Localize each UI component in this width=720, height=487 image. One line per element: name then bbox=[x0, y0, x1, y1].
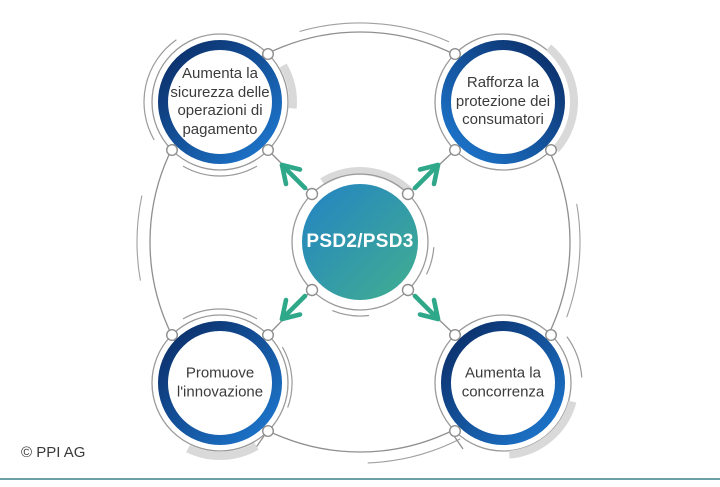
bracket-arc bbox=[281, 346, 293, 408]
bracket-arc bbox=[143, 39, 177, 141]
satellite-label-innovation: Promuove l'innovazione bbox=[176, 364, 264, 400]
bracket-arc bbox=[182, 165, 258, 177]
bracket-arc bbox=[566, 336, 583, 378]
bracket-arc bbox=[182, 308, 258, 320]
satellite-circle-bottom-left bbox=[151, 308, 293, 460]
hub-label: PSD2/PSD3 bbox=[306, 231, 414, 252]
arrow-bottom-right-icon bbox=[415, 296, 438, 319]
accent-arc bbox=[320, 167, 414, 195]
footer-rule bbox=[0, 478, 720, 480]
satellite-circle-top-left bbox=[143, 33, 297, 177]
arrow-top-left-icon bbox=[282, 165, 305, 188]
accent-arc bbox=[186, 442, 259, 460]
accent-arc bbox=[279, 63, 297, 109]
arrow-bottom-left-icon bbox=[282, 296, 305, 319]
outer-connector-ring bbox=[136, 22, 581, 464]
accent-arc bbox=[508, 400, 577, 459]
bracket-arc bbox=[332, 310, 370, 317]
accent-arc bbox=[545, 44, 578, 153]
bracket-arc bbox=[425, 247, 435, 275]
satellite-label-consumer-protection: Rafforza la protezione dei consumatori bbox=[455, 74, 551, 129]
satellite-circle-top-right bbox=[434, 33, 578, 171]
arrow-top-right-icon bbox=[415, 165, 438, 188]
copyright-text: © PPI AG bbox=[21, 444, 86, 461]
connector-nodes bbox=[165, 48, 558, 438]
satellite-label-competition: Aumenta la concorrenza bbox=[461, 364, 545, 400]
satellite-circle-bottom-right bbox=[434, 314, 583, 459]
satellite-label-payment-security: Aumenta la sicurezza delle operazioni di… bbox=[170, 64, 270, 138]
hub-circle bbox=[291, 167, 435, 317]
tick-line bbox=[254, 432, 267, 450]
echo-arcs bbox=[136, 22, 581, 464]
